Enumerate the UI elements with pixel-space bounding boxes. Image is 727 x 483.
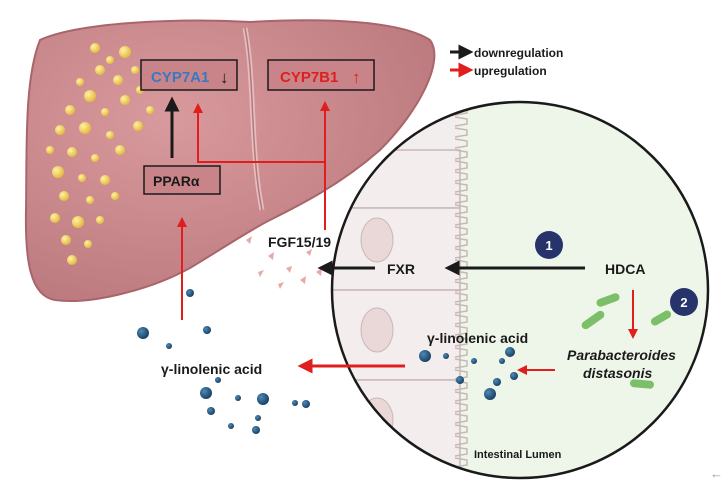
lumen-label: Intestinal Lumen <box>474 449 562 461</box>
fxr-label: FXR <box>387 261 415 277</box>
cyp7b1-label: CYP7B1 <box>280 69 338 86</box>
cyp7a1-label: CYP7A1 <box>151 69 209 86</box>
gla-gut-label: γ-linolenic acid <box>427 330 528 346</box>
step-badge-2: 2 <box>670 288 698 316</box>
cyp7a1-box: CYP7A1 ↓ <box>140 59 238 91</box>
lipid-droplets <box>46 43 154 265</box>
bacterium-label-line1: Parabacteroides <box>567 347 676 363</box>
cyp7a1-down-arrow: ↓ <box>220 68 229 87</box>
ppara-label: PPARα <box>153 173 200 189</box>
legend-upregulation: upregulation <box>474 64 547 78</box>
back-arrow-icon: ← <box>710 466 723 481</box>
gla-molecules <box>137 289 518 434</box>
fgf-label: FGF15/19 <box>268 234 331 250</box>
step-1-number: 1 <box>545 238 552 253</box>
legend-downregulation: downregulation <box>474 46 563 60</box>
bacterium-label-line2: distasonis <box>583 365 652 381</box>
ppara-box: PPARα <box>143 165 221 195</box>
hdca-label: HDCA <box>605 261 645 277</box>
cyp7b1-up-arrow: ↑ <box>352 68 361 87</box>
gla-blood-label: γ-linolenic acid <box>161 361 262 377</box>
step-2-number: 2 <box>680 295 687 310</box>
legend: downregulation upregulation <box>450 44 563 78</box>
pathway-arrows <box>164 96 638 375</box>
cyp7b1-box: CYP7B1 ↑ <box>267 59 375 91</box>
step-badge-1: 1 <box>535 231 563 259</box>
bacteria <box>581 293 672 389</box>
intestine-circle <box>330 100 710 480</box>
